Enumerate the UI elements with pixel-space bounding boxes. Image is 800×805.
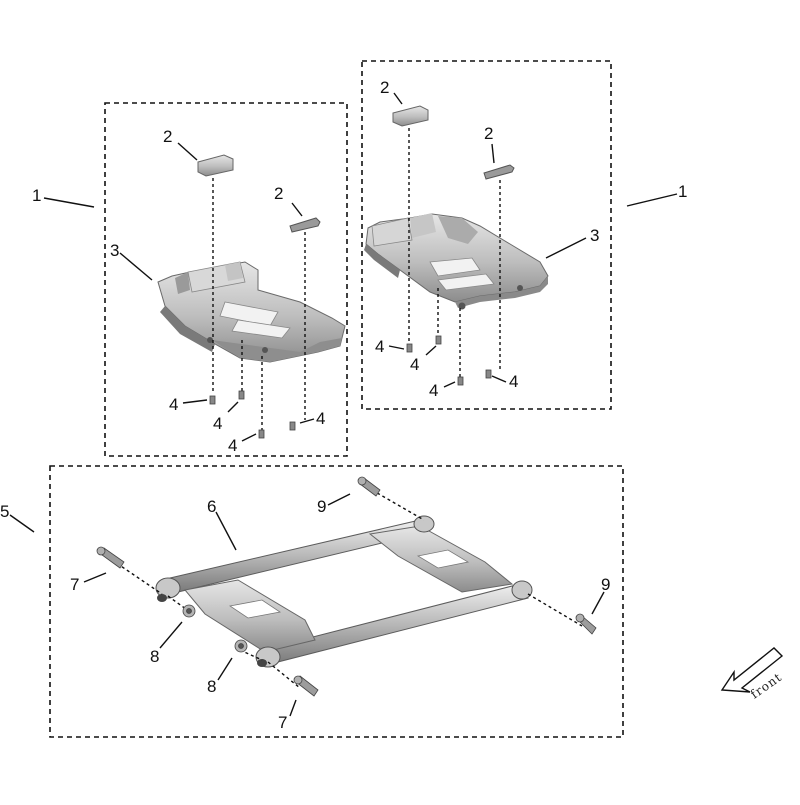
callout-3-right: 3 (590, 226, 600, 245)
bracket-left (157, 261, 346, 363)
callout-4-left-c: 4 (228, 436, 238, 455)
callout-8-right: 8 (207, 677, 217, 696)
bolts (96, 476, 597, 697)
screws-left (209, 390, 296, 439)
callout-5: 5 (0, 502, 10, 521)
pad-left-large (197, 154, 234, 177)
callout-3-left: 3 (110, 241, 120, 260)
pad-left-small (289, 217, 321, 233)
callout-4-left-b: 4 (213, 414, 223, 433)
callout-6: 6 (207, 497, 217, 516)
frame-carrier-assembly (49, 465, 624, 738)
callout-1-right: 1 (678, 182, 688, 201)
pad-right-large (392, 105, 429, 127)
screws-right (406, 335, 492, 386)
callout-2-right-large: 2 (380, 78, 390, 97)
bracket-right (364, 213, 549, 310)
callout-4-right-b: 4 (410, 355, 420, 374)
right-bracket-alignment-lines (408, 128, 501, 378)
callout-4-right-a: 4 (375, 337, 385, 356)
callout-7-top: 7 (70, 575, 80, 594)
callout-9-right: 9 (601, 575, 611, 594)
callout-4-left-d: 4 (316, 409, 326, 428)
leader-lines (9, 92, 678, 717)
callout-2-left-large: 2 (163, 127, 173, 146)
callout-4-left-a: 4 (169, 395, 179, 414)
callout-4-right-d: 4 (509, 372, 519, 391)
callout-9-top: 9 (317, 497, 327, 516)
callout-1-left: 1 (32, 186, 42, 205)
callout-4-right-c: 4 (429, 381, 439, 400)
left-bracket-alignment-lines (212, 178, 306, 430)
nuts (182, 604, 248, 653)
callout-2-right-small: 2 (484, 124, 494, 143)
carrier-frame (155, 515, 533, 668)
frame-left-bracket (104, 102, 348, 457)
carrier-alignment-lines (111, 489, 583, 689)
frame-right-bracket (361, 60, 612, 410)
pad-right-small (483, 164, 515, 180)
front-arrow-icon (720, 647, 784, 693)
callout-7-bottom: 7 (278, 713, 288, 732)
callout-2-left-small: 2 (274, 184, 284, 203)
callout-8-left: 8 (150, 647, 160, 666)
